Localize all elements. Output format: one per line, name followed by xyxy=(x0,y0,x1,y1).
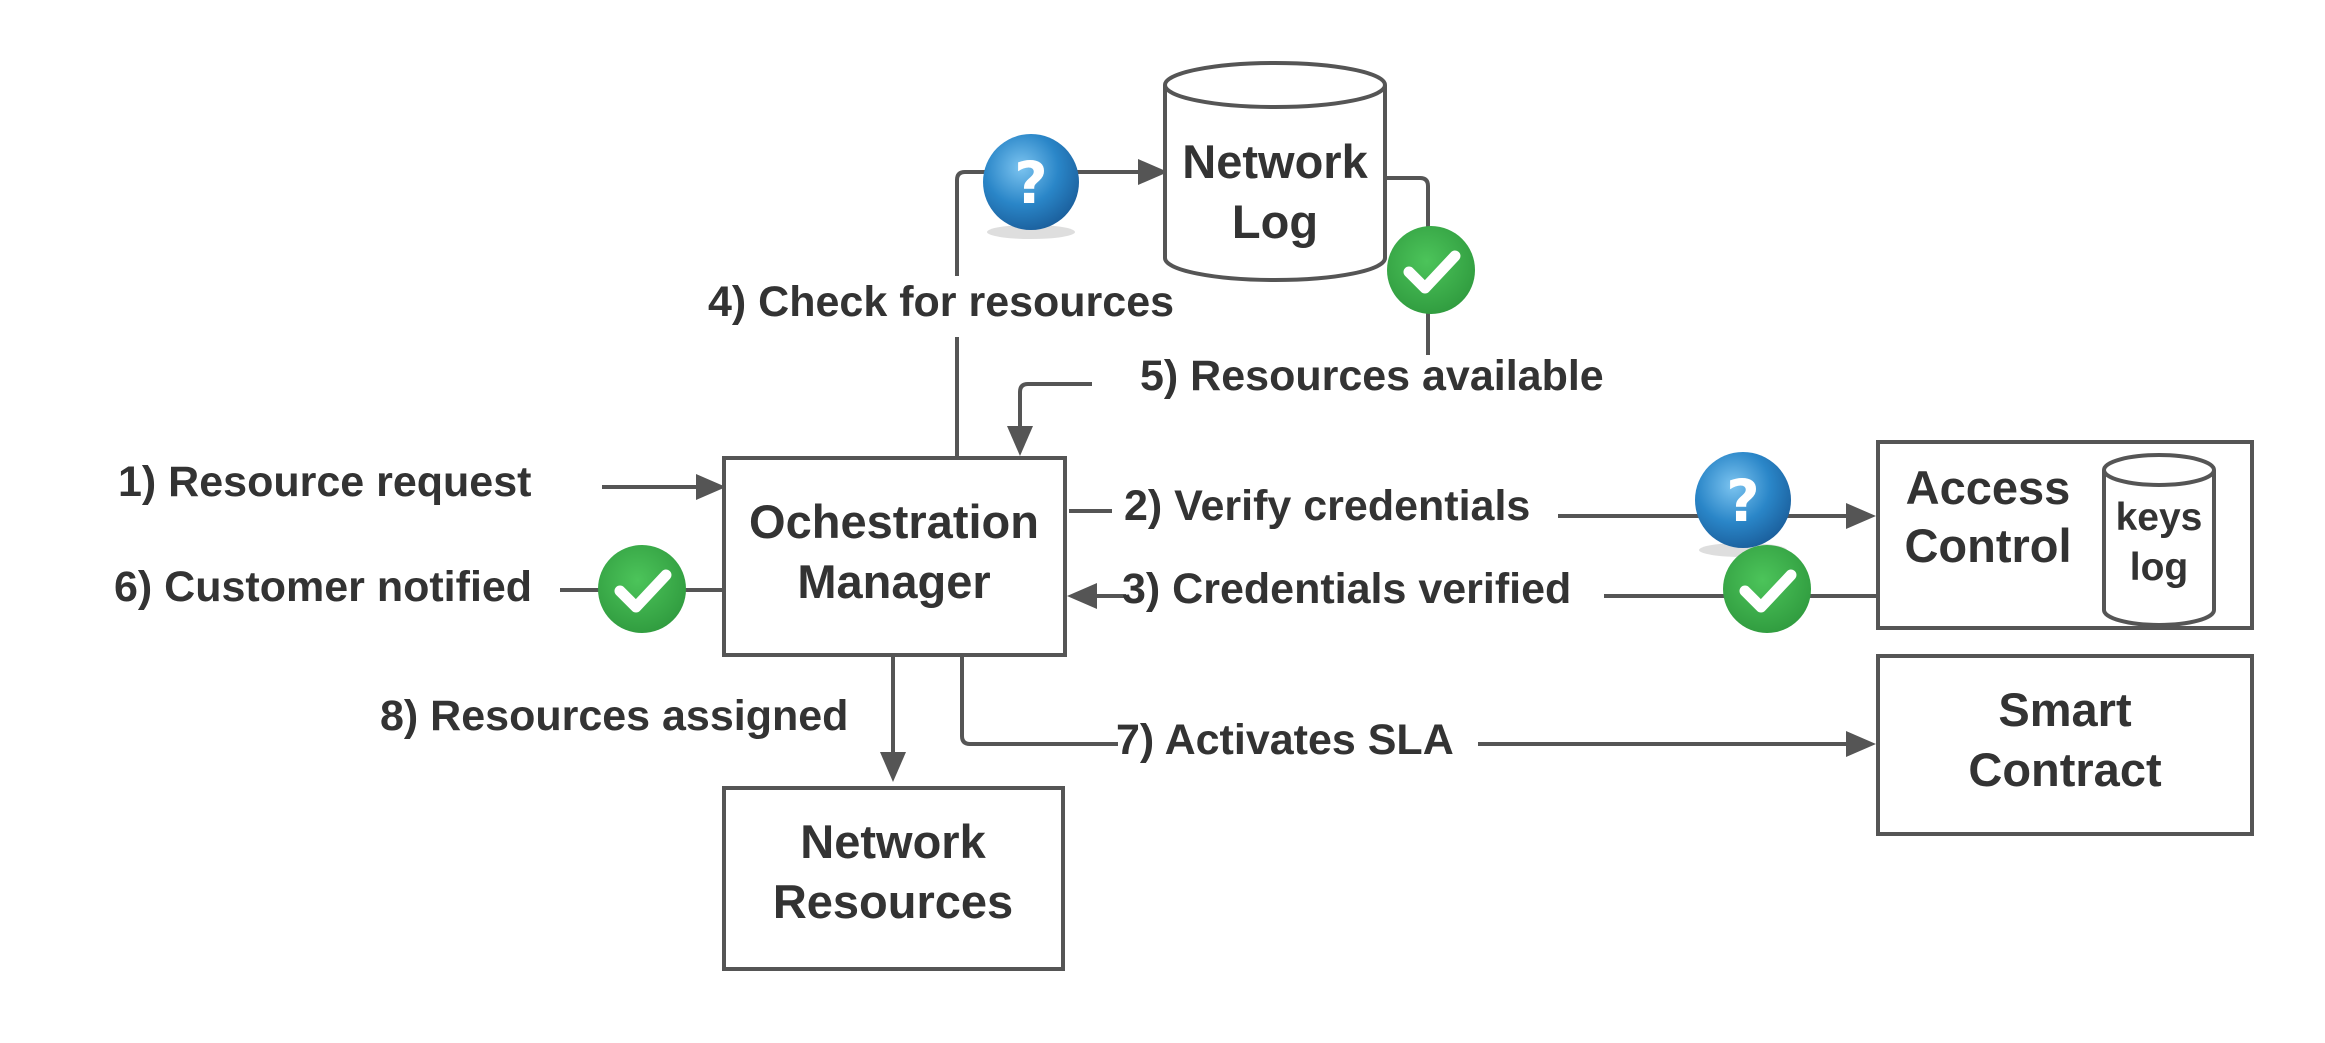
access-control-label-1: Access xyxy=(1906,461,2071,514)
orchestration-manager-label-1: Ochestration xyxy=(749,495,1039,548)
arrowhead-resource-request xyxy=(696,474,726,500)
network-log-label-1: Network xyxy=(1182,135,1368,188)
access-control-node: Access Control keys log xyxy=(1876,440,2254,630)
arrowhead-resources-available xyxy=(1007,426,1033,456)
network-resources-label-1: Network xyxy=(800,815,986,868)
check-icon xyxy=(598,545,686,633)
edge-label-resource-request: 1) Resource request xyxy=(118,458,531,506)
edge-label-resources-available: 5) Resources available xyxy=(1140,352,1604,400)
network-log-node: Network Log xyxy=(1163,61,1387,282)
access-control-label-2: Control xyxy=(1904,519,2071,572)
orchestration-manager-node: Ochestration Manager xyxy=(722,456,1067,657)
smart-contract-label-2: Contract xyxy=(1968,743,2162,796)
question-icon xyxy=(1695,452,1791,557)
question-icon xyxy=(983,134,1079,239)
edge-line-activates-sla xyxy=(960,657,1118,746)
edge-line-check-resources-upper xyxy=(955,170,1145,276)
network-log-label-2: Log xyxy=(1232,195,1318,248)
smart-contract-node: Smart Contract xyxy=(1876,654,2254,836)
arrowhead-resources-assigned xyxy=(880,752,906,782)
keys-log-label-2: log xyxy=(2130,546,2188,589)
arrowhead-verify-credentials xyxy=(1846,503,1876,529)
network-resources-node: Network Resources xyxy=(722,786,1065,971)
arrowhead-credentials-verified xyxy=(1067,583,1097,609)
smart-contract-label-1: Smart xyxy=(1998,683,2132,736)
arrowhead-check-resources xyxy=(1138,159,1168,185)
orchestration-manager-label-2: Manager xyxy=(797,555,990,608)
edge-label-verify-credentials: 2) Verify credentials xyxy=(1124,482,1530,530)
keys-log-node: keys log xyxy=(2102,453,2216,627)
check-icon xyxy=(1387,226,1475,314)
edge-label-customer-notified: 6) Customer notified xyxy=(114,563,532,611)
edge-label-check-resources: 4) Check for resources xyxy=(708,278,1174,326)
check-icon xyxy=(1723,545,1811,633)
edge-line-resources-available xyxy=(1018,382,1092,432)
edge-line-resources-available-log xyxy=(1386,176,1430,355)
arrowhead-activates-sla xyxy=(1846,731,1876,757)
edge-label-activates-sla: 7) Activates SLA xyxy=(1116,716,1454,764)
keys-log-label-1: keys xyxy=(2116,496,2203,539)
edge-label-credentials-verified: 3) Credentials verified xyxy=(1122,565,1571,613)
network-resources-label-2: Resources xyxy=(773,875,1013,928)
edge-label-resources-assigned: 8) Resources assigned xyxy=(380,692,848,740)
